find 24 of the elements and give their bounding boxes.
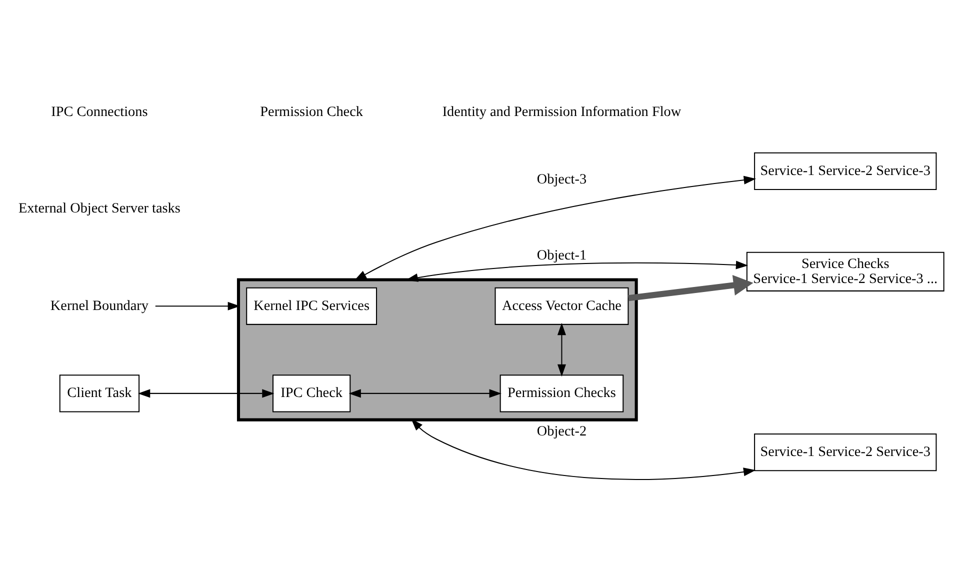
edge-label: Object-3	[536, 171, 587, 188]
arrow	[348, 388, 502, 398]
node-box: Kernel IPC Services	[246, 286, 378, 324]
node-box: Service Checks Service-1 Service-2 Service-3 ...	[746, 251, 944, 291]
cluster	[236, 278, 638, 421]
arrow	[557, 322, 566, 376]
node-text: Kernel Boundary	[50, 297, 149, 314]
arrow	[411, 418, 756, 480]
arrow	[628, 274, 754, 301]
edge-label: Object-2	[536, 422, 587, 439]
node-box: Service-1 Service-2 Service-3	[754, 152, 937, 190]
node-box: Access Vector Cache	[494, 286, 629, 324]
arrow	[354, 175, 756, 280]
node-box: IPC Check	[272, 374, 351, 412]
node-box: Client Task	[59, 374, 140, 412]
legend-label: Identity and Permission Information Flow	[442, 104, 682, 120]
arrow	[138, 388, 274, 398]
legend-label: IPC Connections	[51, 104, 148, 120]
legend-label: Permission Check	[260, 104, 363, 120]
node-box: Permission Checks	[500, 374, 624, 412]
node-box: Service-1 Service-2 Service-3	[754, 433, 937, 471]
edge-label: Object-1	[536, 247, 587, 264]
label: External Object Server tasks	[18, 200, 180, 216]
arrow	[406, 260, 748, 282]
